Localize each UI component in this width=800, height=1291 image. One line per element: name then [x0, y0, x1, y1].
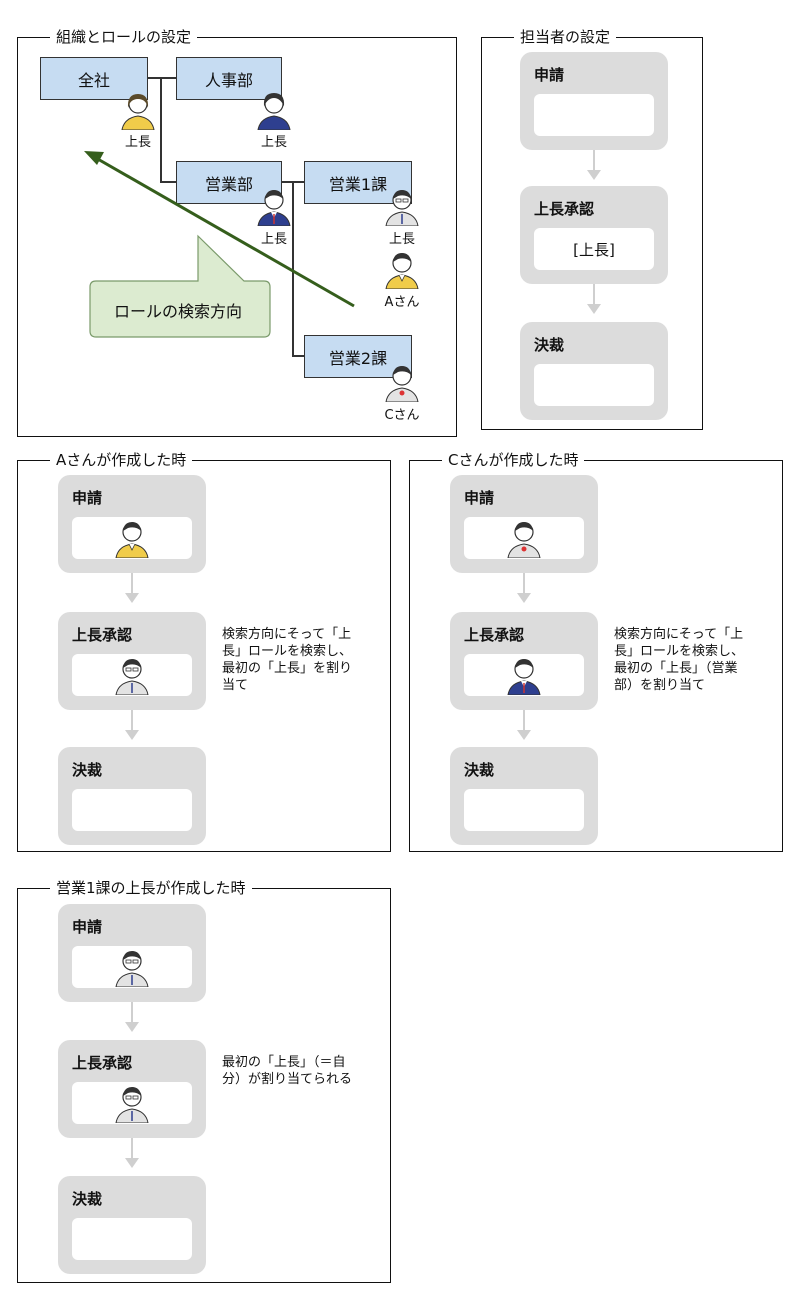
step-assignee-slot: [534, 94, 654, 136]
case-c-frame-title: Cさんが作成した時: [442, 450, 585, 470]
case-c-step-decision: 決裁: [450, 747, 598, 845]
step-assignee-slot: [72, 1218, 192, 1260]
case-sec1-frame-title: 営業1課の上長が作成した時: [50, 878, 252, 898]
step-assignee-slot: [72, 1082, 192, 1124]
assignee-step-apply: 申請: [520, 52, 668, 150]
connector-line: [160, 77, 162, 182]
step-title: 決裁: [464, 761, 495, 779]
step-title: 上長承認: [464, 626, 525, 644]
step-title: 決裁: [72, 1190, 103, 1208]
case-c-note: 検索方向にそって「上 長」ロールを検索し、 最初の「上長」（営業 部）を割り当て: [614, 627, 745, 693]
step-assignee-slot: [534, 364, 654, 406]
assignee-frame-title: 担当者の設定: [514, 27, 617, 47]
flow-arrow: [517, 710, 531, 740]
step-assignee-slot: [72, 517, 192, 559]
step-assignee-slot: [464, 789, 584, 831]
connector-line: [160, 181, 176, 183]
case-a-step-boss: 上長承認: [58, 612, 206, 710]
case-c-step-boss: 上長承認: [450, 612, 598, 710]
case-sec1-step-boss: 上長承認: [58, 1040, 206, 1138]
person-eigyo1-boss-icon: [115, 950, 149, 987]
flow-arrow: [517, 573, 531, 603]
callout-text: ロールの検索方向: [113, 302, 242, 321]
step-title: 申請: [72, 489, 103, 507]
assignee-step-boss: 上長承認 [上長]: [520, 186, 668, 284]
person-eigyo-boss-icon: [507, 658, 541, 695]
case-a-frame-title: Aさんが作成した時: [50, 450, 193, 470]
step-title: 決裁: [534, 336, 565, 354]
step-title: 上長承認: [72, 626, 133, 644]
case-sec1-step-decision: 決裁: [58, 1176, 206, 1274]
step-assignee-slot: [72, 789, 192, 831]
step-title: 決裁: [72, 761, 103, 779]
connector-line: [292, 181, 294, 356]
step-assignee-slot: [464, 517, 584, 559]
assignee-frame: 担当者の設定: [481, 27, 703, 430]
assignee-step-decision: 決裁: [520, 322, 668, 420]
org-frame: 組織とロールの設定: [17, 27, 457, 437]
label-eigyo-boss: 上長: [260, 232, 287, 247]
label-zensha-boss: 上長: [124, 135, 151, 150]
flow-arrow: [125, 1138, 139, 1168]
connector-line: [148, 77, 176, 79]
step-assignee-slot: [72, 946, 192, 988]
step-title: 申請: [464, 489, 495, 507]
org-frame-title: 組織とロールの設定: [50, 27, 198, 47]
case-c-step-apply: 申請: [450, 475, 598, 573]
step-title: 申請: [72, 918, 103, 936]
step-assignee-slot: [464, 654, 584, 696]
person-a-san-icon: [115, 521, 149, 558]
step-title: 上長承認: [72, 1054, 133, 1072]
flow-arrow: [587, 284, 601, 314]
label-c-san: Cさん: [384, 408, 420, 423]
connector-line: [292, 355, 304, 357]
case-sec1-step-apply: 申請: [58, 904, 206, 1002]
label-eigyo1-boss: 上長: [388, 232, 415, 247]
person-eigyo1-boss-icon: [115, 1086, 149, 1123]
case-sec1-note: 最初の「上長」（＝自 分）が割り当てられる: [222, 1055, 353, 1087]
step-assignee-slot: [72, 654, 192, 696]
flow-arrow: [587, 150, 601, 180]
step-title: 申請: [534, 66, 565, 84]
case-a-note: 検索方向にそって「上 長」ロールを検索し、 最初の「上長」を割り 当て: [222, 627, 353, 693]
org-unit-eigyo: 営業部: [176, 161, 282, 204]
callout-bubble: [84, 151, 355, 338]
case-a-step-decision: 決裁: [58, 747, 206, 845]
flow-arrow: [125, 573, 139, 603]
case-a-frame: Aさんが作成した時: [17, 450, 391, 852]
org-unit-zensha: 全社: [40, 57, 148, 100]
org-unit-jinji: 人事部: [176, 57, 282, 100]
case-c-frame: Cさんが作成した時: [409, 450, 783, 852]
step-title: 上長承認: [534, 200, 595, 218]
step-assignee-slot: [上長]: [534, 228, 654, 270]
label-jinji-boss: 上長: [260, 135, 287, 150]
person-c-san-icon: [507, 521, 541, 558]
flow-arrow: [125, 1002, 139, 1032]
label-a-san: Aさん: [384, 295, 420, 310]
flow-arrow: [125, 710, 139, 740]
case-sec1-frame: 営業1課の上長が作成した時: [17, 878, 391, 1283]
person-eigyo1-boss-icon: [115, 658, 149, 695]
case-a-step-apply: 申請: [58, 475, 206, 573]
